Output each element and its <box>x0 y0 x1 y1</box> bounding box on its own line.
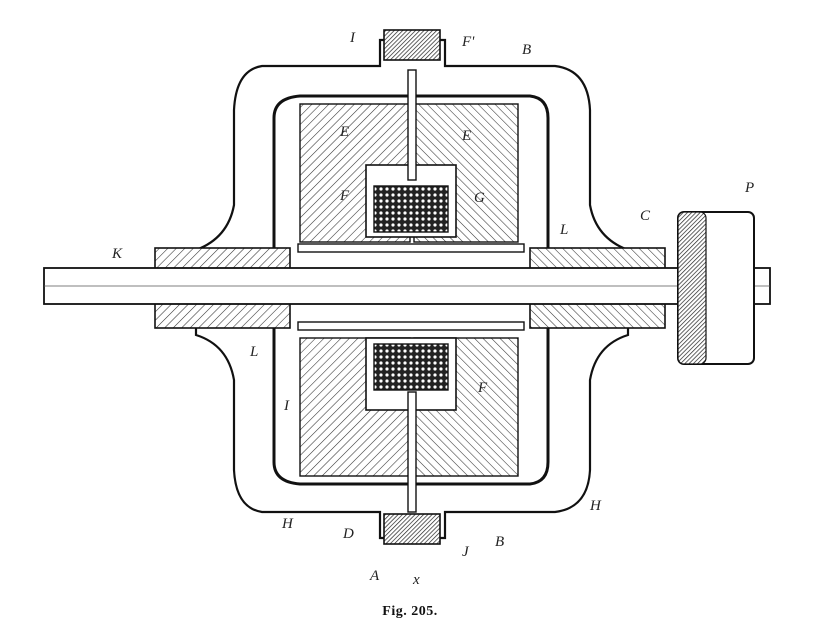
label-b-top: B <box>522 42 531 58</box>
label-h-right: H <box>589 498 602 514</box>
figure-labels: I F' B E E F G L C P K L I F H H D J B A… <box>111 30 754 588</box>
stem-bottom <box>407 391 417 513</box>
label-f-lower: F <box>477 380 488 396</box>
label-g: G <box>474 190 485 206</box>
label-j: J <box>462 544 470 560</box>
label-l-upper: L <box>559 222 568 238</box>
bolt-l-upper <box>297 243 525 253</box>
bolt-f-prime <box>383 29 441 61</box>
motor-cross-section-drawing: I F' B E E F G L C P K L I F H H D J B A… <box>43 29 771 588</box>
stem-top <box>407 69 417 181</box>
label-a: A <box>369 568 380 584</box>
label-e-left: E <box>339 124 349 140</box>
coil-g-bottom <box>373 343 449 391</box>
label-k: K <box>111 246 123 262</box>
label-f-prime: F' <box>461 34 475 50</box>
label-c: C <box>640 208 651 224</box>
label-d: D <box>342 526 354 542</box>
label-f-upper: F <box>339 188 350 204</box>
label-i-top: I <box>349 30 356 46</box>
label-h-left: H <box>281 516 294 532</box>
coil-g-top <box>373 185 449 233</box>
figure-caption: Fig. 205. <box>382 604 438 619</box>
pulley-rim-shade <box>677 211 707 365</box>
label-l-lower: L <box>249 344 258 360</box>
label-x: x <box>412 572 420 588</box>
label-e-right: E <box>461 128 471 144</box>
bolt-l-lower <box>297 321 525 331</box>
label-p: P <box>744 180 754 196</box>
bolt-a <box>383 513 441 545</box>
label-b-bottom: B <box>495 534 504 550</box>
label-i-lower: I <box>283 398 290 414</box>
